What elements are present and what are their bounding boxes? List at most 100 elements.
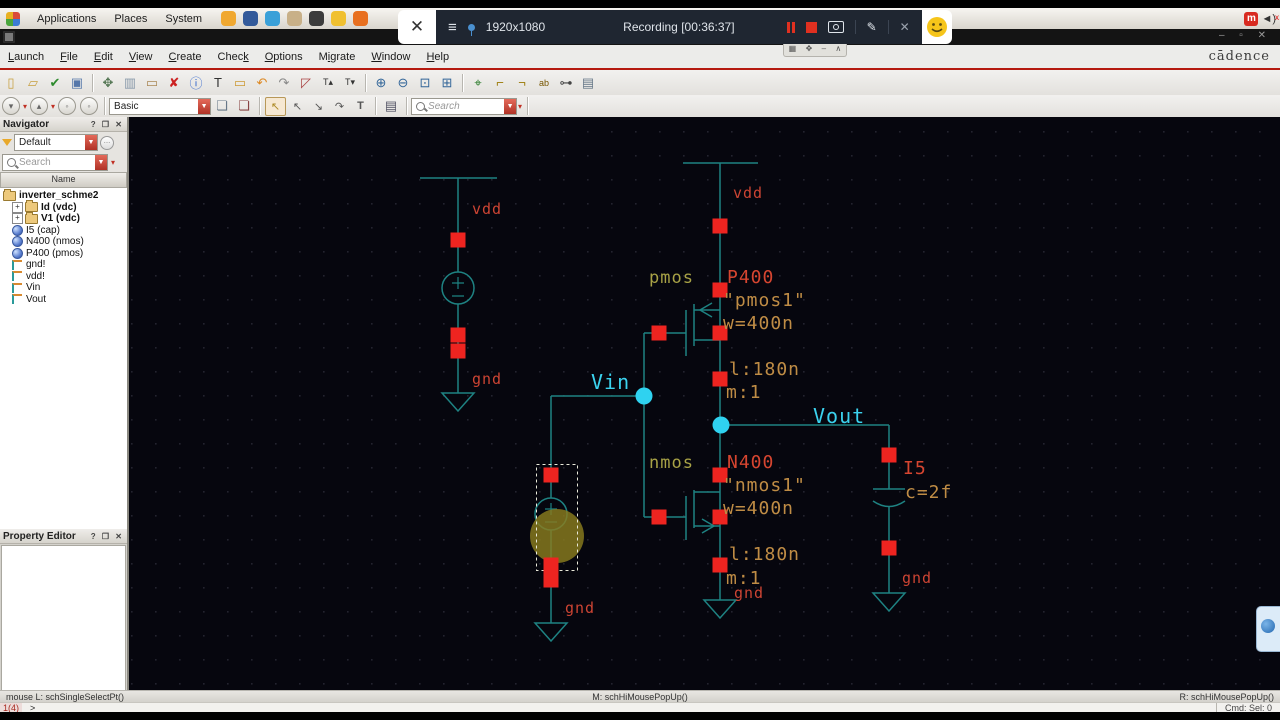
tool-select-partial[interactable]: ↖ xyxy=(292,100,303,113)
filter-more-button[interactable]: … xyxy=(100,135,114,150)
pin-marker[interactable] xyxy=(712,325,728,341)
prop-label[interactable]: w=400n xyxy=(723,313,794,334)
recorder-close-button[interactable]: ✕ xyxy=(398,10,436,44)
recorder-menu-icon[interactable]: ≡ xyxy=(448,18,457,36)
menu-file[interactable]: File xyxy=(60,50,78,63)
distro-logo-icon[interactable] xyxy=(6,11,20,26)
collapse-icon[interactable]: ∧ xyxy=(835,44,842,53)
pin-marker[interactable] xyxy=(712,557,728,573)
side-widget-icon[interactable] xyxy=(1256,606,1280,652)
tree-item-n400-nmos-[interactable]: N400 (nmos) xyxy=(0,236,127,248)
open-folder-icon[interactable]: ▱ xyxy=(28,74,38,90)
gnd-symbol[interactable] xyxy=(440,392,476,413)
inst-label[interactable]: P400 xyxy=(727,267,774,288)
menu-options[interactable]: Options xyxy=(264,50,303,63)
pin-marker[interactable] xyxy=(712,371,728,387)
layers-icon[interactable]: ❏ xyxy=(216,98,228,113)
pin-marker[interactable] xyxy=(651,509,667,525)
prop-label[interactable]: c=2f xyxy=(905,482,952,503)
pause-icon[interactable] xyxy=(786,21,795,33)
pin-icon[interactable]: ⌖ xyxy=(474,74,482,90)
menu-places[interactable]: Places xyxy=(114,12,148,25)
net-label[interactable]: gnd xyxy=(565,599,595,617)
camera-icon[interactable] xyxy=(827,21,844,33)
ascend-button[interactable]: ▴ xyxy=(30,97,49,115)
pencil-icon[interactable]: ✎ xyxy=(866,20,877,34)
pin-marker[interactable] xyxy=(712,218,728,234)
app-face-icon[interactable] xyxy=(221,11,237,26)
grid-icon[interactable]: ▦ xyxy=(788,44,797,53)
stop-icon[interactable] xyxy=(805,21,817,33)
save-icon[interactable]: ▣ xyxy=(70,74,84,90)
gnd-symbol[interactable] xyxy=(533,622,569,643)
pin-marker[interactable] xyxy=(651,325,667,341)
menu-check[interactable]: Check xyxy=(217,50,249,63)
menu-system[interactable]: System xyxy=(165,12,203,25)
pin-marker[interactable] xyxy=(543,572,559,588)
text-editor-icon[interactable] xyxy=(331,11,347,26)
menu-create[interactable]: Create xyxy=(168,50,202,63)
prop-label[interactable]: w=400n xyxy=(723,498,794,519)
wire-icon[interactable]: ⌐ xyxy=(496,75,504,90)
prop-label[interactable]: "nmos1" xyxy=(723,475,806,496)
close-button[interactable]: ✕ xyxy=(1257,30,1266,41)
menu-applications[interactable]: Applications xyxy=(37,12,97,25)
menu-migrate[interactable]: Migrate xyxy=(318,50,356,63)
menu-view[interactable]: View xyxy=(128,50,153,63)
prop-label[interactable]: l:180n xyxy=(729,544,800,565)
cli-prompt[interactable]: > xyxy=(30,703,36,713)
new-file-icon[interactable]: ▯ xyxy=(7,74,15,90)
zoom-out-icon[interactable]: ⊖ xyxy=(397,74,409,90)
forward-button[interactable]: ◦ xyxy=(80,97,99,115)
stretch-icon[interactable]: ▭ xyxy=(145,74,159,90)
tree-item-gnd-[interactable]: gnd! xyxy=(0,259,127,271)
pin-marker[interactable] xyxy=(543,557,559,573)
text-edit-icon[interactable]: T xyxy=(214,75,222,90)
pin-marker[interactable] xyxy=(712,467,728,483)
pin-marker[interactable] xyxy=(450,327,466,343)
prop-label[interactable]: l:180n xyxy=(729,359,800,380)
tree-item-id-vdc-[interactable]: +Id (vdc) xyxy=(0,200,127,214)
filter-dropdown-icon[interactable]: ▼ xyxy=(85,135,97,150)
tree-column-header[interactable]: Name xyxy=(0,172,127,188)
minimize-button[interactable]: – xyxy=(1218,30,1225,41)
pin-marker[interactable] xyxy=(450,343,466,359)
expand-icon[interactable]: + xyxy=(12,213,23,225)
menu-edit[interactable]: Edit xyxy=(93,50,113,63)
resize-icon[interactable]: ✥ xyxy=(805,44,813,53)
firefox-icon[interactable] xyxy=(353,11,369,26)
tree-item-vout[interactable]: Vout xyxy=(0,294,127,306)
volume-muted-icon[interactable]: ◄)x xyxy=(1261,12,1279,25)
prop-label[interactable]: "pmos1" xyxy=(723,290,806,311)
probe-icon[interactable]: ⊶ xyxy=(559,74,573,90)
tree-item-vdd-[interactable]: vdd! xyxy=(0,271,127,283)
minimize-icon[interactable]: – xyxy=(821,44,827,53)
wire-vin[interactable] xyxy=(550,395,644,463)
zoom-fit-icon[interactable]: ⊡ xyxy=(419,74,431,90)
navigator-panel-buttons[interactable]: ? ❐ ✕ xyxy=(90,119,124,129)
check-save-icon[interactable]: ✔ xyxy=(49,74,61,90)
move-icon[interactable]: ✥ xyxy=(102,74,114,90)
property-editor-header[interactable]: Property Editor ? ❐ ✕ xyxy=(0,529,127,544)
pin-marker[interactable] xyxy=(450,232,466,248)
filter-combo[interactable]: Default ▼ xyxy=(14,134,98,151)
back-button[interactable]: ◦ xyxy=(58,97,77,115)
redo-icon[interactable]: ↷ xyxy=(278,74,290,90)
zoom-in-icon[interactable]: ⊕ xyxy=(375,74,387,90)
note-icon[interactable]: ▭ xyxy=(233,74,247,90)
workspace-combo[interactable]: Basic ▼ xyxy=(109,97,212,115)
dev-label[interactable]: nmos xyxy=(649,453,694,473)
package-icon[interactable] xyxy=(287,11,303,26)
tool-select-instance[interactable]: ↷ xyxy=(334,100,345,113)
net-label[interactable]: gnd xyxy=(902,569,932,587)
inst-label[interactable]: N400 xyxy=(727,452,774,473)
wire-mode-icon[interactable]: ◸ xyxy=(301,74,311,90)
dev-label[interactable]: pmos xyxy=(649,268,694,288)
expand-icon[interactable]: + xyxy=(12,201,23,213)
navigator-search[interactable]: Search ▼ xyxy=(2,154,108,171)
navigator-header[interactable]: Navigator ? ❐ ✕ xyxy=(0,117,127,132)
gnd-symbol[interactable] xyxy=(702,599,738,620)
junction-dot[interactable] xyxy=(635,387,653,405)
pin-marker[interactable] xyxy=(543,467,559,483)
